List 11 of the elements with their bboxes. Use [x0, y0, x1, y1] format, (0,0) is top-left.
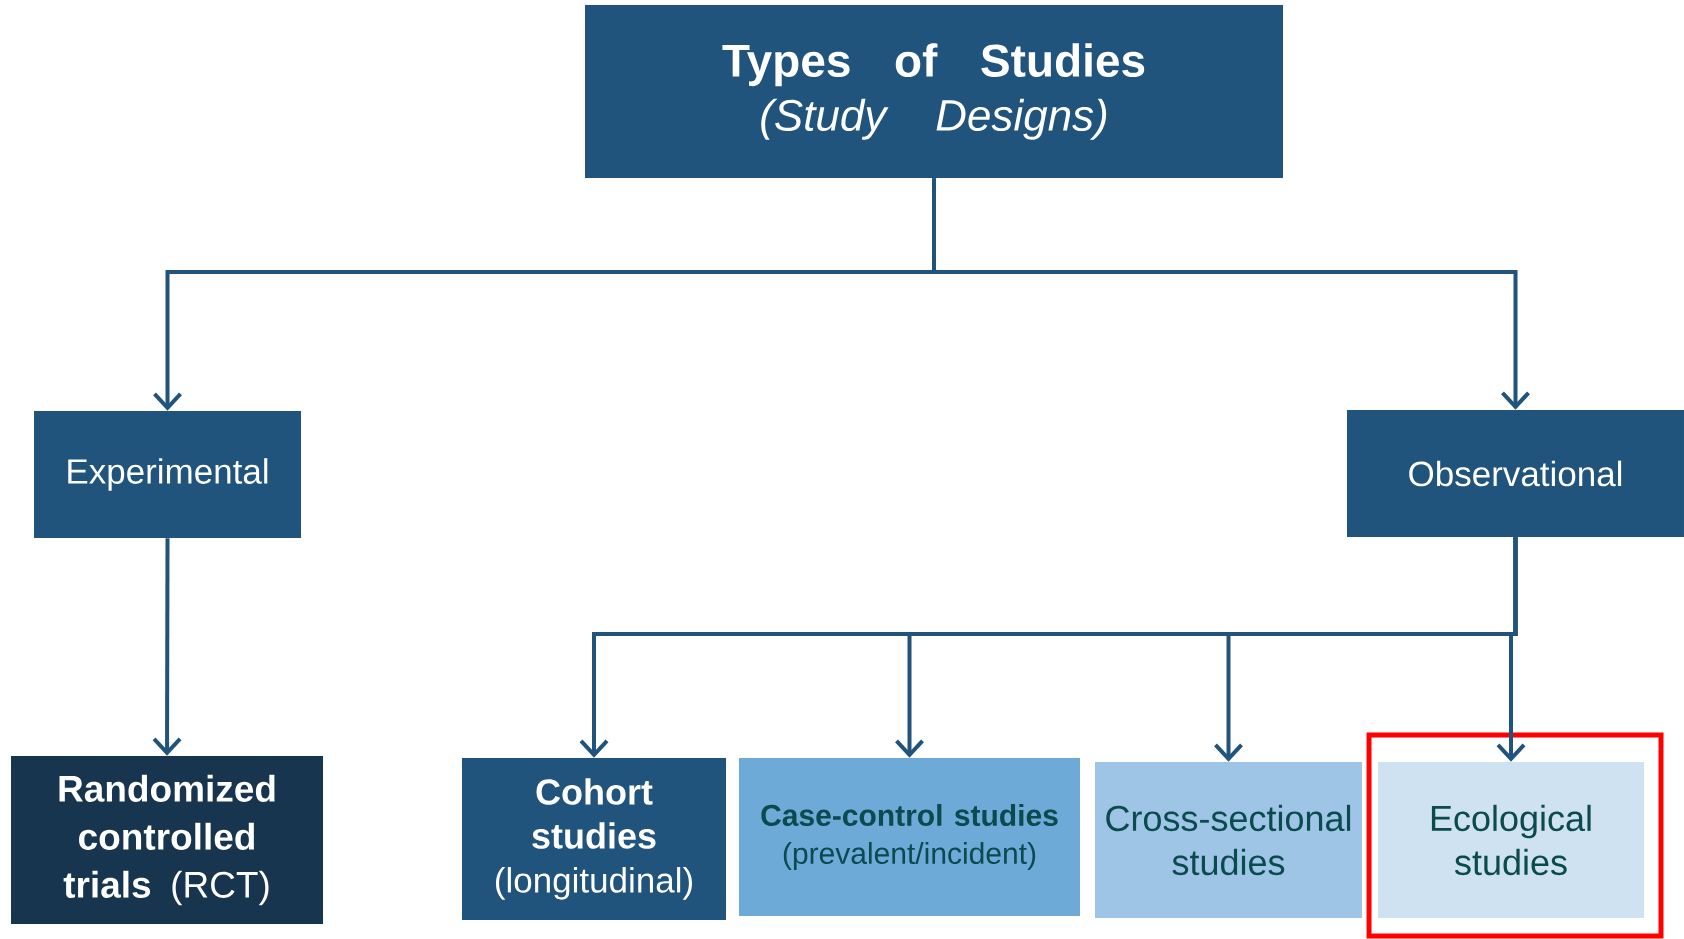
- study-design-box: Ecological studies: [1378, 762, 1644, 918]
- arrow: [1496, 537, 1526, 762]
- arrow: [152, 538, 182, 756]
- category-box: Observational: [1347, 410, 1684, 537]
- study-design-box: Randomized controlled trials (RCT): [11, 756, 323, 924]
- title-box: Types of Studies (Study Designs): [585, 5, 1283, 178]
- study-design-box: Cohort studies (longitudinal): [462, 758, 726, 920]
- category-box: Experimental: [34, 411, 301, 538]
- study-design-box: Cross-sectional studies: [1095, 762, 1362, 918]
- arrow: [932, 178, 1530, 410]
- study-design-box: Case-control studies (prevalent/incident): [739, 758, 1080, 916]
